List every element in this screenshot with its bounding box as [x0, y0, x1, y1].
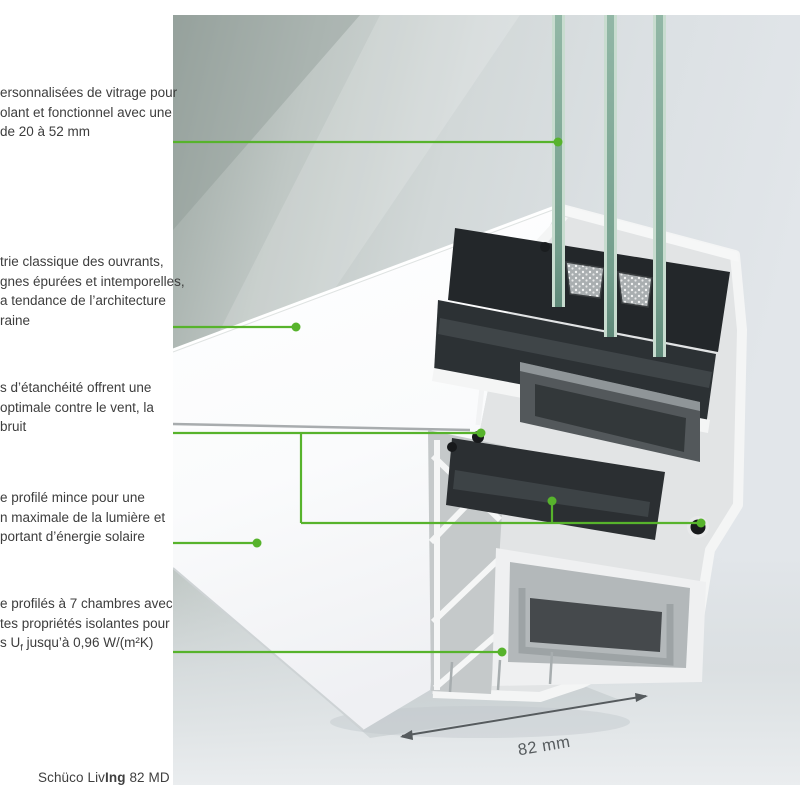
gasket-inner: [447, 442, 457, 452]
floor-reflection: [330, 706, 630, 738]
note-line: raine: [0, 312, 31, 328]
note-classic-geometry: trie classique des ouvrants, gnes épurée…: [0, 252, 190, 330]
note-line: de 20 à 52 mm: [0, 124, 91, 139]
note-line: tes propriétés isolantes pour: [0, 615, 170, 631]
glass-pane-2: [604, 15, 617, 337]
caption-pre: Schüco Liv: [38, 770, 106, 785]
uf-value-pre: s U: [0, 635, 21, 650]
leader-dot: [252, 538, 262, 548]
cross-section: [428, 203, 747, 702]
note-line: e profilés à 7 chambres avec: [0, 596, 173, 611]
uf-value-post: jusqu’à 0,96 W/(m²K): [22, 635, 154, 650]
leader-dot: [696, 518, 706, 528]
note-line: s d’étanchéité offrent une: [0, 380, 152, 395]
note-line: s Uf jusqu’à 0,96 W/(m²K): [0, 633, 190, 653]
note-line: optimale contre le vent, la: [0, 399, 154, 415]
note-sealing-levels: s d’étanchéité offrent une optimale cont…: [0, 378, 190, 437]
caption-bold: Ing: [105, 770, 126, 785]
note-line: gnes épurées et intemporelles,: [0, 273, 185, 289]
note-line: e profilé mince pour une: [0, 490, 145, 505]
note-line: a tendance de l’architecture: [0, 293, 166, 308]
note-line: n maximale de la lumière et: [0, 509, 166, 525]
leader-dot: [291, 322, 301, 332]
gasket-glazing: [540, 242, 550, 252]
note-line: trie classique des ouvrants,: [0, 254, 164, 269]
product-caption: Schüco LivIng 82 MD: [38, 770, 170, 785]
glass-panes: [552, 15, 666, 357]
glass-pane-3: [653, 15, 666, 357]
caption-post: 82 MD: [125, 770, 170, 785]
leader-dot: [547, 496, 557, 506]
leader-dot: [553, 137, 563, 147]
note-glazing-options: ersonnalisées de vitrage pour olant et f…: [0, 83, 190, 142]
note-seven-chambers: e profilés à 7 chambres avec tes proprié…: [0, 594, 190, 653]
note-line: ersonnalisées de vitrage pour: [0, 85, 178, 100]
uf-subscript: f: [20, 642, 23, 654]
note-line: bruit: [0, 419, 27, 434]
leader-dot: [476, 428, 486, 438]
note-line: olant et fonctionnel avec une: [0, 104, 172, 120]
note-slim-profile-face: e profilé mince pour une n maximale de l…: [0, 488, 190, 547]
glass-pane-1: [552, 15, 565, 307]
leader-dot: [497, 647, 507, 657]
note-line: portant d’énergie solaire: [0, 529, 145, 544]
